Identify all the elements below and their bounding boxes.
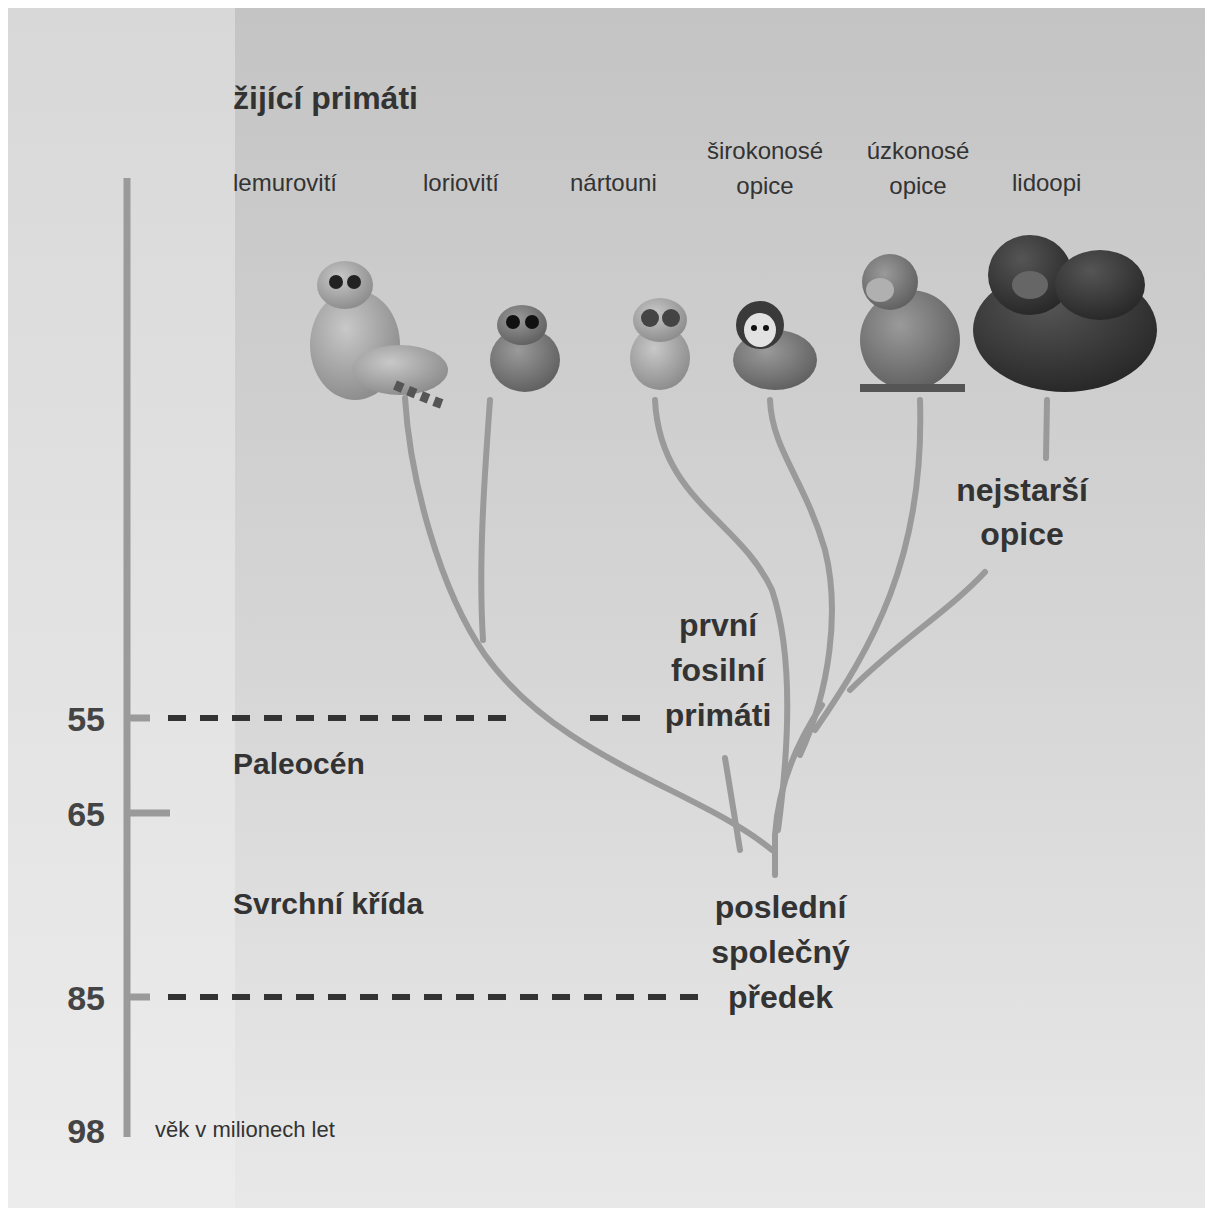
group-name: lidoopi [1012,168,1081,198]
ground [8,8,1205,1208]
tree-note: první fosilní primáti [648,603,788,738]
period-name: Svrchní křída [233,885,423,923]
dashed-lines [168,718,700,997]
tarsier-figure [630,298,690,390]
loris-figure [490,305,560,392]
axis-unit: věk v milionech let [155,1116,335,1144]
period-name: Paleocén [233,745,365,783]
tree-branches [405,398,1047,875]
group-name: lemurovití [233,168,337,198]
age-number: 65 [30,793,105,836]
squirrel-monkey-figure [733,301,817,390]
gorilla-figure [973,235,1157,392]
group-name: úzkonosé opice [848,133,988,203]
age-number: 98 [30,1110,105,1153]
age-number: 85 [30,977,105,1020]
tree-note: nejstarší opice [932,468,1112,556]
tree-note: poslední společný předek [688,885,873,1020]
group-name: nártouni [570,168,657,198]
time-axis [127,178,170,1137]
diagram-title: žijící primáti [233,78,418,118]
macaque-figure [860,254,965,390]
group-name: širokonosé opice [680,133,850,203]
group-name: loriovití [423,168,499,198]
age-number: 55 [30,698,105,741]
lemur-figure [310,261,448,405]
left-strip [8,8,235,1208]
